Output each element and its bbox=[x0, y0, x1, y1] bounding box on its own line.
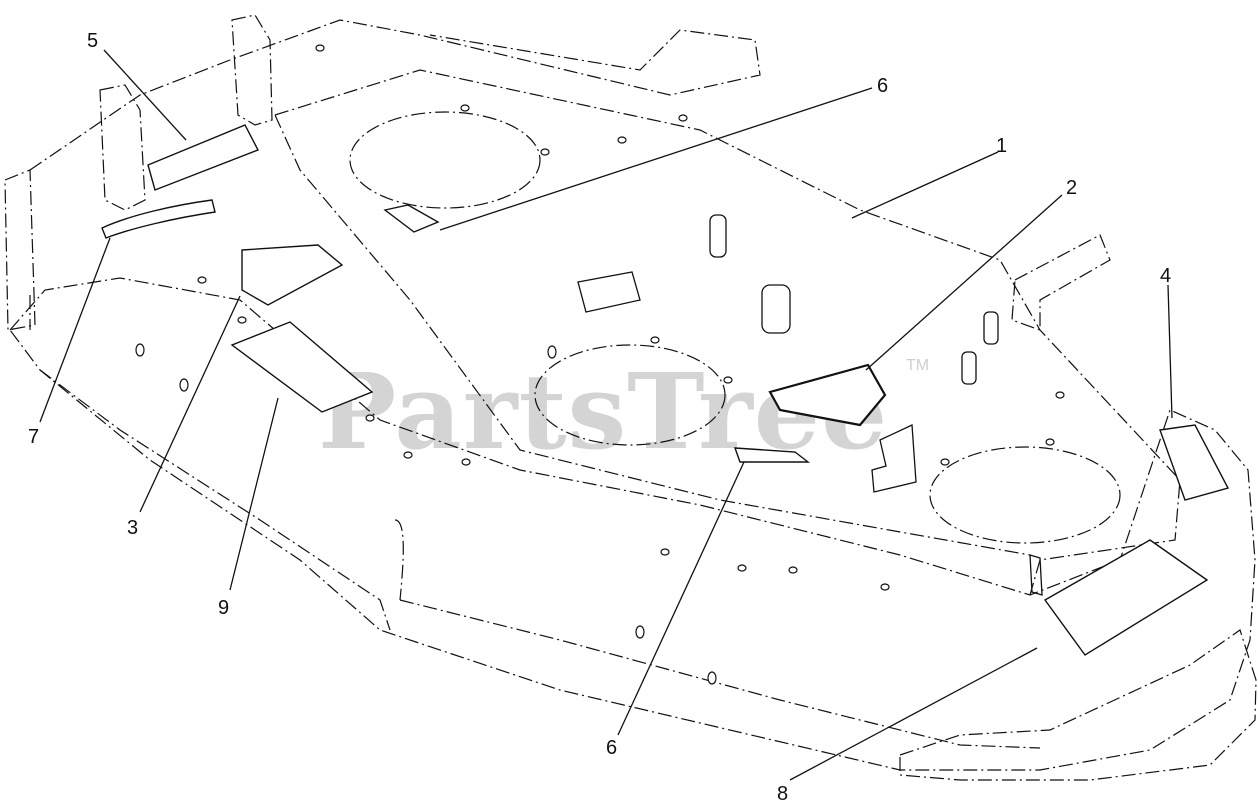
hole bbox=[660, 548, 670, 556]
leader-6-lower bbox=[617, 461, 745, 736]
callout-4: 4 bbox=[1160, 265, 1171, 287]
blade-opening-center bbox=[534, 344, 726, 446]
left-front-bracket bbox=[231, 14, 273, 126]
spindle-post-center bbox=[761, 284, 791, 334]
hole bbox=[678, 114, 688, 122]
callout-5: 5 bbox=[87, 30, 98, 52]
leader-7 bbox=[39, 237, 111, 423]
callout-9: 9 bbox=[218, 597, 229, 619]
pulley-cover-plate bbox=[577, 271, 641, 313]
decal-7 bbox=[101, 199, 216, 239]
hole bbox=[460, 104, 470, 112]
deck-rear-ridge bbox=[29, 19, 761, 171]
callouts: 5 6 1 2 4 7 3 9 6 8 bbox=[28, 30, 1171, 805]
hole bbox=[650, 336, 660, 344]
blade-opening-left bbox=[349, 111, 541, 209]
hole bbox=[197, 276, 207, 284]
deck-outer-edge bbox=[9, 277, 1256, 771]
mounting-holes bbox=[135, 44, 1065, 685]
hole bbox=[237, 316, 247, 324]
leader-6-upper bbox=[439, 87, 873, 231]
leader-3 bbox=[139, 295, 241, 513]
callout-2: 2 bbox=[1066, 177, 1077, 199]
deck-side-tab bbox=[1029, 554, 1043, 596]
deck-skirt bbox=[29, 295, 1041, 749]
decal-9 bbox=[230, 321, 374, 413]
hole bbox=[723, 376, 733, 384]
deck-left-front-edge bbox=[394, 519, 404, 601]
hole bbox=[707, 671, 717, 685]
decal-4 bbox=[1159, 424, 1230, 501]
leader-8 bbox=[789, 647, 1038, 781]
callout-1: 1 bbox=[996, 135, 1007, 157]
leader-4 bbox=[1167, 284, 1173, 419]
deck-top-plate bbox=[274, 69, 1181, 596]
left-rear-bracket bbox=[99, 84, 146, 211]
hole bbox=[135, 343, 145, 357]
front-bumper bbox=[899, 629, 1257, 781]
hole bbox=[315, 44, 325, 52]
mower-deck bbox=[4, 14, 1257, 781]
leader-9 bbox=[229, 397, 279, 591]
watermark-trademark: TM bbox=[906, 357, 929, 374]
hole bbox=[635, 625, 645, 639]
callout-6-lower: 6 bbox=[606, 737, 617, 759]
callout-8: 8 bbox=[777, 783, 788, 805]
hole bbox=[1055, 391, 1065, 399]
decal-6-lower bbox=[733, 447, 811, 463]
spindle-post-right-front bbox=[961, 351, 977, 385]
callout-3: 3 bbox=[127, 517, 138, 539]
hole bbox=[461, 458, 471, 466]
hole bbox=[179, 378, 189, 392]
hole bbox=[617, 136, 627, 144]
hole bbox=[940, 458, 950, 466]
spindle-post-right bbox=[983, 311, 999, 345]
decal-2 bbox=[768, 363, 887, 427]
leader-1 bbox=[851, 151, 999, 219]
hole bbox=[403, 451, 413, 459]
callout-6-upper: 6 bbox=[877, 75, 888, 97]
deck-front-bracket bbox=[871, 424, 917, 493]
decal-5 bbox=[147, 124, 259, 191]
callout-7: 7 bbox=[28, 426, 39, 448]
decal-3 bbox=[241, 244, 344, 306]
leader-2 bbox=[865, 194, 1063, 371]
hole bbox=[788, 566, 798, 574]
spindle-hardware bbox=[577, 214, 1043, 596]
decal-6-upper bbox=[383, 204, 440, 233]
hole bbox=[737, 564, 747, 572]
hole bbox=[365, 414, 375, 422]
leader-5 bbox=[103, 49, 187, 141]
left-side-plate bbox=[4, 169, 36, 331]
spindle-post-rear bbox=[709, 214, 727, 258]
blade-opening-right bbox=[929, 446, 1121, 544]
hole bbox=[1045, 438, 1055, 446]
decals bbox=[101, 124, 1230, 656]
hole bbox=[880, 583, 890, 591]
decal-8 bbox=[1043, 539, 1209, 656]
right-mount-bracket bbox=[1011, 234, 1111, 331]
hole bbox=[547, 345, 557, 359]
hole bbox=[540, 148, 550, 156]
leader-lines bbox=[39, 49, 1173, 781]
